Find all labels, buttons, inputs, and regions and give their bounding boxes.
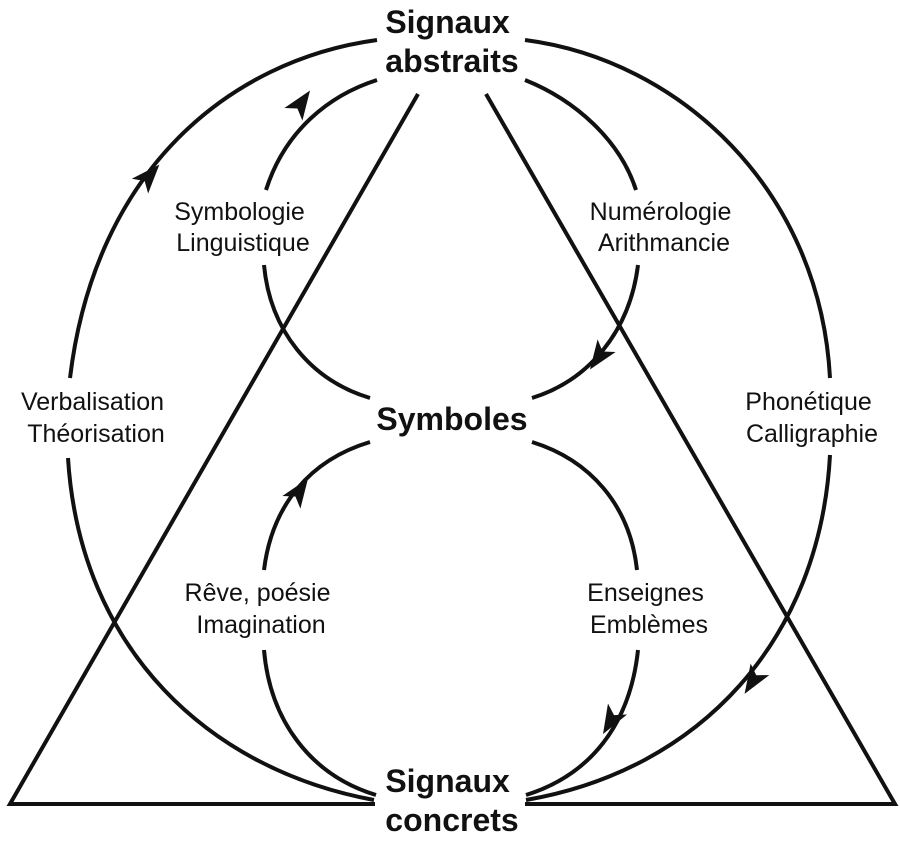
edge-label-inner-bottom-right: Enseignes Emblèmes [587, 579, 711, 639]
node-bottom-title: Signaux concrets [385, 763, 518, 838]
outer-right-arc-lower [525, 454, 832, 802]
inner-top-right-arc-lower [531, 264, 640, 400]
edge-label-outer-left-line1: Verbalisation [21, 388, 164, 416]
arrow-inner-bottom-left-icon [282, 478, 309, 509]
inner-top-left-arc-upper [264, 78, 378, 191]
inner-bottom-left-arc-lower [262, 649, 377, 797]
edge-label-inner-bottom-right-line2: Emblèmes [590, 611, 708, 639]
arrow-inner-top-left-icon [284, 90, 311, 121]
edge-label-outer-left-line2: Théorisation [27, 420, 165, 448]
node-top-line2: abstraits [385, 43, 518, 79]
edge-label-outer-right-line1: Phonétique [745, 388, 872, 416]
node-top-line1: Signaux [385, 4, 510, 40]
triangle-right-side [484, 93, 899, 806]
edge-label-outer-right: Phonétique Calligraphie [745, 388, 878, 448]
edge-label-outer-right-line2: Calligraphie [746, 420, 878, 448]
edge-label-inner-bottom-right-line1: Enseignes [587, 579, 704, 607]
inner-top-right-arc-upper [524, 78, 638, 191]
edge-label-inner-top-left-line2: Linguistique [176, 229, 309, 257]
arrow-outer-right-icon [744, 663, 770, 694]
node-bottom-line1: Signaux [385, 763, 510, 799]
node-bottom-line2: concrets [385, 802, 518, 838]
node-center-title: Symboles [376, 401, 527, 437]
outer-right-arc-upper [524, 38, 832, 379]
arrow-inner-bottom-right-icon [603, 703, 628, 735]
outer-left-arc-lower [66, 457, 375, 802]
outer-left-arc-upper [68, 38, 378, 379]
inner-bottom-right-arc-upper [531, 440, 639, 571]
inner-top-left-arc-lower [262, 264, 371, 400]
edge-label-inner-bottom-left-line2: Imagination [196, 611, 325, 639]
edge-label-inner-bottom-left: Rêve, poésie Imagination [185, 579, 338, 639]
edge-label-inner-bottom-left-line1: Rêve, poésie [185, 579, 331, 607]
edge-label-inner-top-right-line2: Arithmancie [598, 229, 730, 257]
edge-label-inner-top-right-line1: Numérologie [590, 198, 732, 226]
edge-label-outer-left: Verbalisation Théorisation [21, 388, 171, 448]
edge-label-inner-top-left-line1: Symbologie [174, 198, 305, 226]
inner-bottom-left-arc-upper [262, 440, 371, 571]
arrow-inner-top-right-icon [589, 339, 616, 370]
edge-label-inner-top-left: Symbologie Linguistique [174, 198, 312, 257]
arrow-outer-left-icon [131, 164, 160, 194]
node-top-title: Signaux abstraits [385, 4, 518, 79]
inner-bottom-right-arc-lower [525, 649, 640, 797]
edge-label-inner-top-right: Numérologie Arithmancie [590, 198, 739, 257]
